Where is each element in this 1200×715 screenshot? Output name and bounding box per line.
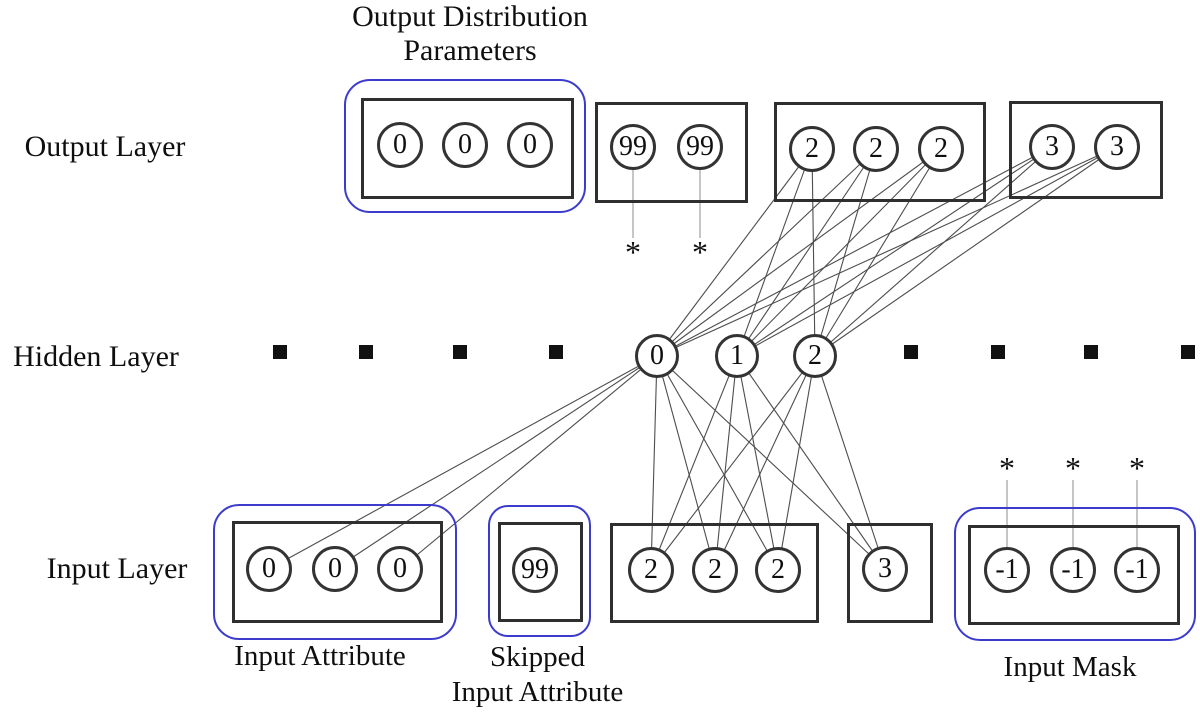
skipped-input-attribute-caption: Skipped Input Attribute <box>415 640 660 710</box>
edge <box>650 355 816 571</box>
out99-asterisk-0: * <box>625 234 641 270</box>
input-attribute-caption: Input Attribute <box>234 640 406 672</box>
edge <box>814 355 886 570</box>
output-node-out3-0: 3 <box>1029 124 1075 170</box>
input-node-inMask-1: -1 <box>1050 547 1096 593</box>
ellipsis-square-right-3 <box>1181 345 1195 359</box>
title-line-1: Output Distribution <box>352 0 588 33</box>
edge <box>656 355 779 571</box>
input-node-in2-1: 2 <box>692 547 738 593</box>
ellipsis-square-right-0 <box>904 345 918 359</box>
outDist-box <box>361 98 574 199</box>
skipped-caption-line-2: Input Attribute <box>451 676 624 708</box>
edge <box>656 146 1053 357</box>
inMask-asterisk-0: * <box>999 450 1015 486</box>
edge <box>656 355 716 571</box>
edge <box>656 148 813 357</box>
edge <box>777 355 816 571</box>
inAttr-box <box>232 521 443 623</box>
edge <box>656 148 877 357</box>
edge <box>814 146 1118 357</box>
edge <box>736 146 1053 357</box>
ellipsis-square-right-1 <box>991 345 1005 359</box>
inMask-box <box>968 525 1180 625</box>
ellipsis-square-left-3 <box>549 345 563 359</box>
input-node-inAttr-1: 0 <box>312 546 358 592</box>
input-node-in2-0: 2 <box>628 547 674 593</box>
outDist-highlight-box <box>344 79 586 213</box>
inSkip-highlight-box <box>488 505 591 637</box>
output-layer-label: Output Layer <box>24 130 186 163</box>
edge <box>656 148 942 357</box>
hidden-layer-label: Hidden Layer <box>13 340 179 373</box>
output-node-out2-0: 2 <box>789 126 835 172</box>
edge <box>736 146 1118 357</box>
input-node-inAttr-2: 0 <box>377 546 423 592</box>
hidden-node-2: 2 <box>793 334 837 378</box>
out3-box <box>1009 101 1163 199</box>
hidden-node-0: 0 <box>635 334 679 378</box>
output-node-outDist-0: 0 <box>377 122 423 168</box>
inMask-highlight-box <box>954 507 1196 641</box>
edge <box>656 146 1118 357</box>
output-node-outDist-1: 0 <box>442 122 488 168</box>
output-node-out99-1: 99 <box>677 124 723 170</box>
skipped-caption-line-1: Skipped <box>489 641 586 673</box>
inSkip-box <box>498 522 583 622</box>
edge <box>811 148 816 357</box>
inMask-asterisk-1: * <box>1065 450 1081 486</box>
inAttr-highlight-box <box>213 504 457 640</box>
input-layer-label: Input Layer <box>46 552 188 585</box>
edge <box>714 355 816 571</box>
output-node-out2-2: 2 <box>918 126 964 172</box>
out99-box <box>595 102 748 203</box>
input-node-inAttr-0: 0 <box>246 546 292 592</box>
out2-box <box>774 102 986 202</box>
in3-box <box>847 523 933 623</box>
output-node-out99-0: 99 <box>610 124 656 170</box>
input-mask-caption: Input Mask <box>1003 651 1137 683</box>
edge <box>736 148 813 357</box>
input-node-in3-0: 3 <box>862 546 908 592</box>
edge <box>814 146 1053 357</box>
output-node-out3-1: 3 <box>1094 124 1140 170</box>
edge <box>814 148 942 357</box>
hidden-node-1: 1 <box>715 334 759 378</box>
output-node-out2-1: 2 <box>853 126 899 172</box>
edge <box>714 355 738 571</box>
ellipsis-square-left-1 <box>359 345 373 359</box>
out99-asterisk-1: * <box>692 234 708 270</box>
ellipsis-square-left-2 <box>453 345 467 359</box>
diagram-title: Output Distribution Parameters <box>280 0 660 68</box>
edge <box>736 355 779 571</box>
ellipsis-square-left-0 <box>273 345 287 359</box>
edge <box>736 148 942 357</box>
input-node-in2-2: 2 <box>755 547 801 593</box>
edge <box>334 355 658 570</box>
in2-box <box>610 523 819 623</box>
ellipsis-square-right-2 <box>1084 345 1098 359</box>
edge <box>268 355 658 570</box>
inMask-asterisk-2: * <box>1129 450 1145 486</box>
title-line-2: Parameters <box>403 34 537 67</box>
input-node-inMask-0: -1 <box>984 547 1030 593</box>
edge <box>736 355 886 570</box>
edge <box>650 355 658 571</box>
edge <box>814 148 877 357</box>
edge <box>650 355 738 571</box>
input-node-inSkip-0: 99 <box>512 547 558 593</box>
input-node-inMask-2: -1 <box>1114 547 1160 593</box>
edge <box>736 148 877 357</box>
output-node-outDist-2: 0 <box>507 122 553 168</box>
